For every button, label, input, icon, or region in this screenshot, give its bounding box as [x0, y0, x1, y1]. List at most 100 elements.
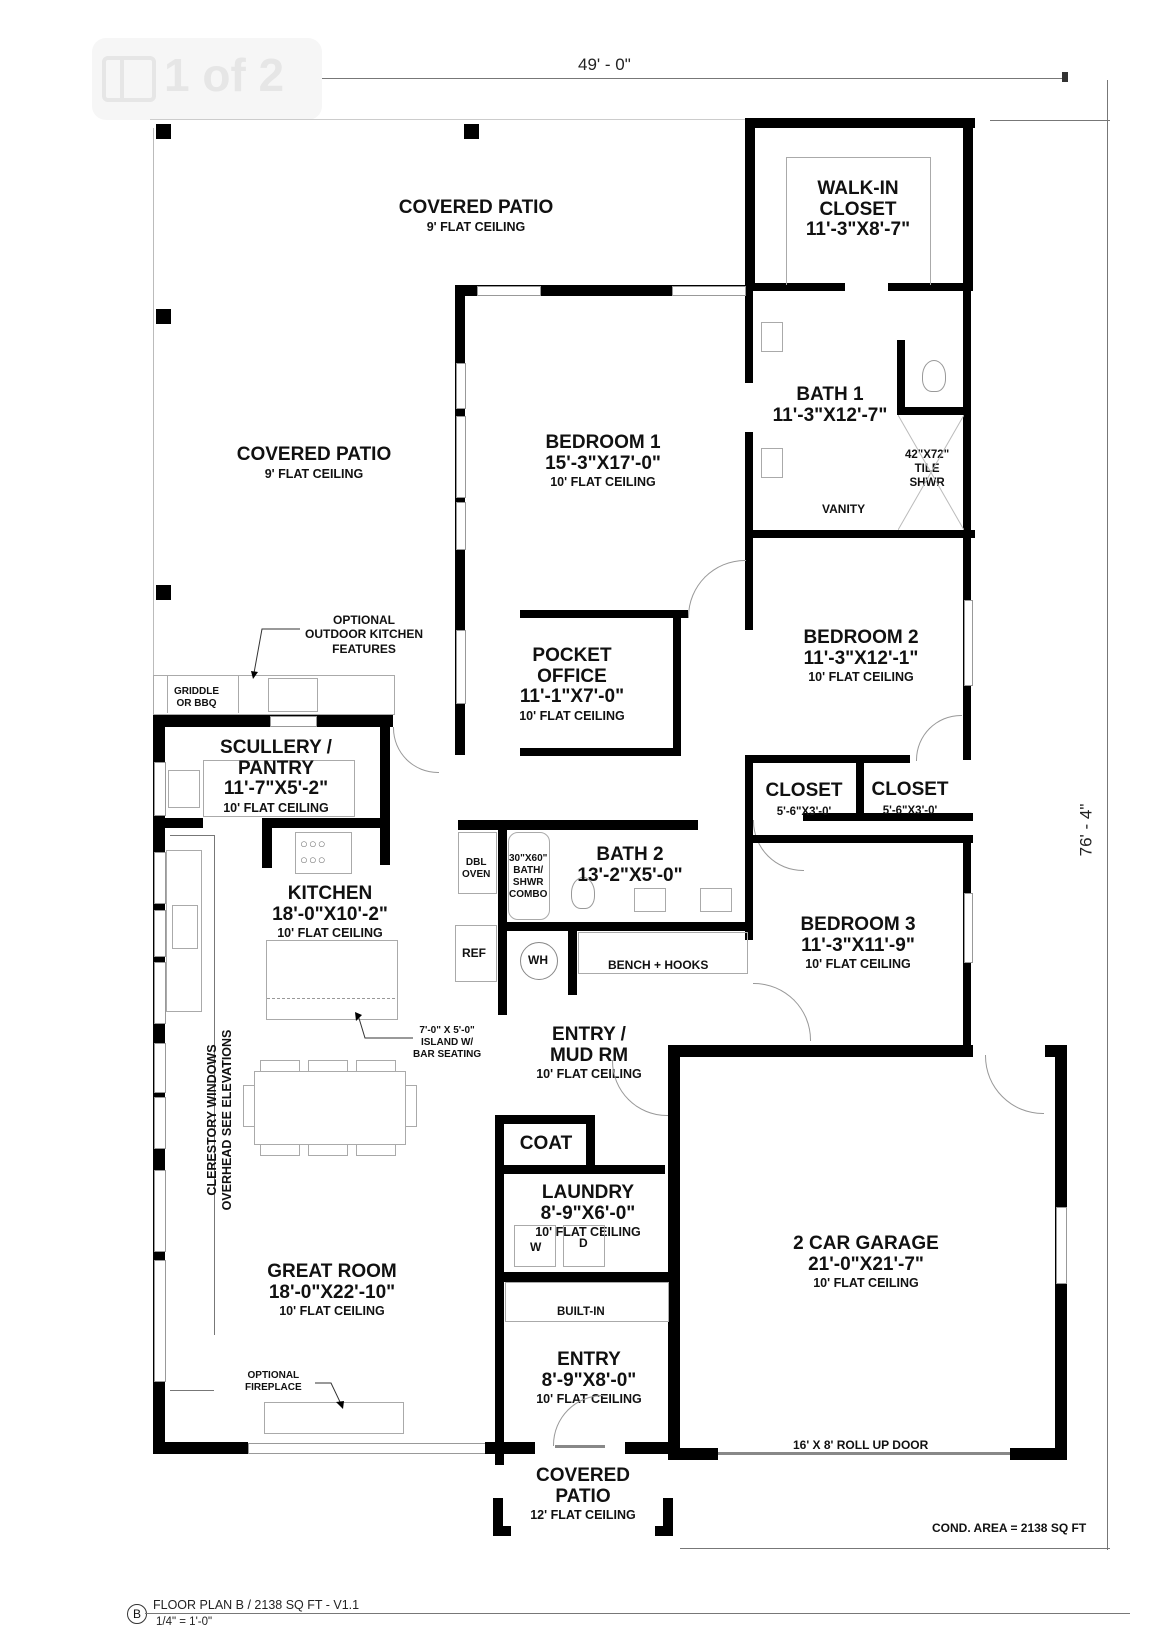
dryer	[563, 1225, 605, 1267]
room-walk-in-closet: WALK-IN CLOSET 11'-3"X8'-7"	[805, 178, 911, 241]
wall	[745, 118, 975, 128]
wall	[745, 288, 753, 383]
closet-shelving	[786, 157, 931, 285]
page-badge[interactable]: 1 of 2	[92, 38, 322, 120]
door-swing	[393, 727, 439, 773]
outdoor-kitchen-divider	[167, 675, 239, 713]
title-underline	[145, 1613, 1130, 1614]
outdoor-sink	[268, 678, 318, 712]
window	[154, 1260, 166, 1382]
patio-post	[156, 585, 171, 600]
built-in-cabinet	[505, 1282, 669, 1322]
dining-chair	[243, 1085, 255, 1127]
window	[456, 416, 466, 498]
depth-dimension: 76' - 4"	[1076, 803, 1096, 857]
wall	[745, 530, 753, 630]
door-swing	[985, 1055, 1044, 1114]
oven-cabinet	[458, 832, 497, 894]
washer-label: W	[530, 1240, 542, 1254]
kitchen-sink	[172, 905, 198, 949]
window	[154, 910, 166, 957]
patio-post	[464, 124, 479, 139]
bath2-sink	[634, 888, 666, 912]
window	[964, 893, 973, 963]
wall	[888, 283, 973, 291]
wall	[495, 1272, 668, 1282]
window	[456, 630, 466, 704]
wall	[498, 922, 753, 931]
island-note: 7'-0" X 5'-0"ISLAND W/BAR SEATING	[413, 1025, 482, 1060]
window	[456, 363, 466, 409]
room-bedroom-2: BEDROOM 2 11'-3"X12'-1" 10' FLAT CEILING	[803, 627, 919, 685]
vanity-label: VANITY	[822, 502, 866, 516]
plan-title: FLOOR PLAN B / 2138 SQ FT - V1.1	[153, 1598, 360, 1612]
window	[1056, 1207, 1067, 1284]
room-laundry: LAUNDRY 8'-9"X6'-0" 10' FLAT CEILING	[535, 1182, 641, 1240]
wall	[625, 1442, 670, 1454]
patio-post	[156, 309, 171, 324]
bottom-reference-line	[680, 1548, 1110, 1549]
width-dimension: 49' - 0"	[578, 55, 631, 74]
wall	[655, 1526, 673, 1536]
door-swing	[753, 820, 804, 871]
door-swing	[688, 560, 746, 618]
wall	[495, 1115, 595, 1124]
dining-chair	[308, 1144, 348, 1156]
room-kitchen: KITCHEN 18'-0"X10'-2" 10' FLAT CEILING	[272, 883, 388, 941]
depth-dimension-line	[1107, 80, 1108, 1550]
dining-chair	[260, 1144, 300, 1156]
wall	[668, 1448, 718, 1460]
wall	[586, 1115, 595, 1170]
built-in-label: BUILT-IN	[557, 1306, 605, 1318]
wall	[495, 1165, 665, 1174]
window	[672, 286, 746, 296]
room-bath-1: BATH 1 11'-3"X12'-7"	[772, 384, 888, 426]
window	[270, 716, 317, 727]
wall	[897, 340, 905, 415]
wall	[458, 820, 698, 830]
pantry-sink	[168, 770, 200, 808]
wall	[380, 715, 390, 865]
dining-chair	[356, 1060, 396, 1072]
dining-chair	[260, 1060, 300, 1072]
window	[154, 852, 166, 904]
clerestory-arrow-top	[170, 835, 214, 836]
wall	[803, 813, 973, 821]
page-count: 1 of 2	[164, 49, 285, 101]
outdoor-kitchen-counter	[153, 675, 395, 715]
clerestory-guide-line	[214, 835, 215, 1335]
room-coat: COAT	[519, 1133, 573, 1154]
wall	[153, 818, 203, 828]
window	[248, 1443, 487, 1454]
toilet-icon	[922, 360, 946, 392]
wall	[745, 755, 753, 835]
top-reference-line	[150, 119, 745, 120]
wall	[745, 820, 753, 940]
wall	[745, 432, 753, 532]
room-bath-2: BATH 2 13'-2"X5'-0"	[577, 844, 683, 886]
roll-up-door-label: 16' X 8' ROLL UP DOOR	[793, 1438, 929, 1452]
wall	[498, 820, 507, 938]
wall	[520, 610, 688, 618]
bathtub	[508, 832, 550, 920]
wall	[963, 118, 973, 288]
window	[477, 286, 541, 296]
roll-up-door[interactable]	[718, 1452, 1010, 1455]
wall	[520, 748, 681, 756]
wall	[568, 930, 577, 995]
patio-post	[156, 124, 171, 139]
wall	[455, 285, 750, 296]
wall	[668, 1045, 973, 1057]
top-reference-line-right	[990, 120, 1110, 121]
room-covered-patio-top: COVERED PATIO 9' FLAT CEILING	[398, 197, 554, 234]
wall	[493, 1498, 503, 1536]
kitchen-island	[266, 940, 398, 1020]
window	[154, 962, 166, 1024]
room-entry: ENTRY 8'-9"X8'-0" 10' FLAT CEILING	[536, 1349, 642, 1407]
front-door[interactable]	[555, 1445, 605, 1448]
wall	[673, 610, 681, 755]
